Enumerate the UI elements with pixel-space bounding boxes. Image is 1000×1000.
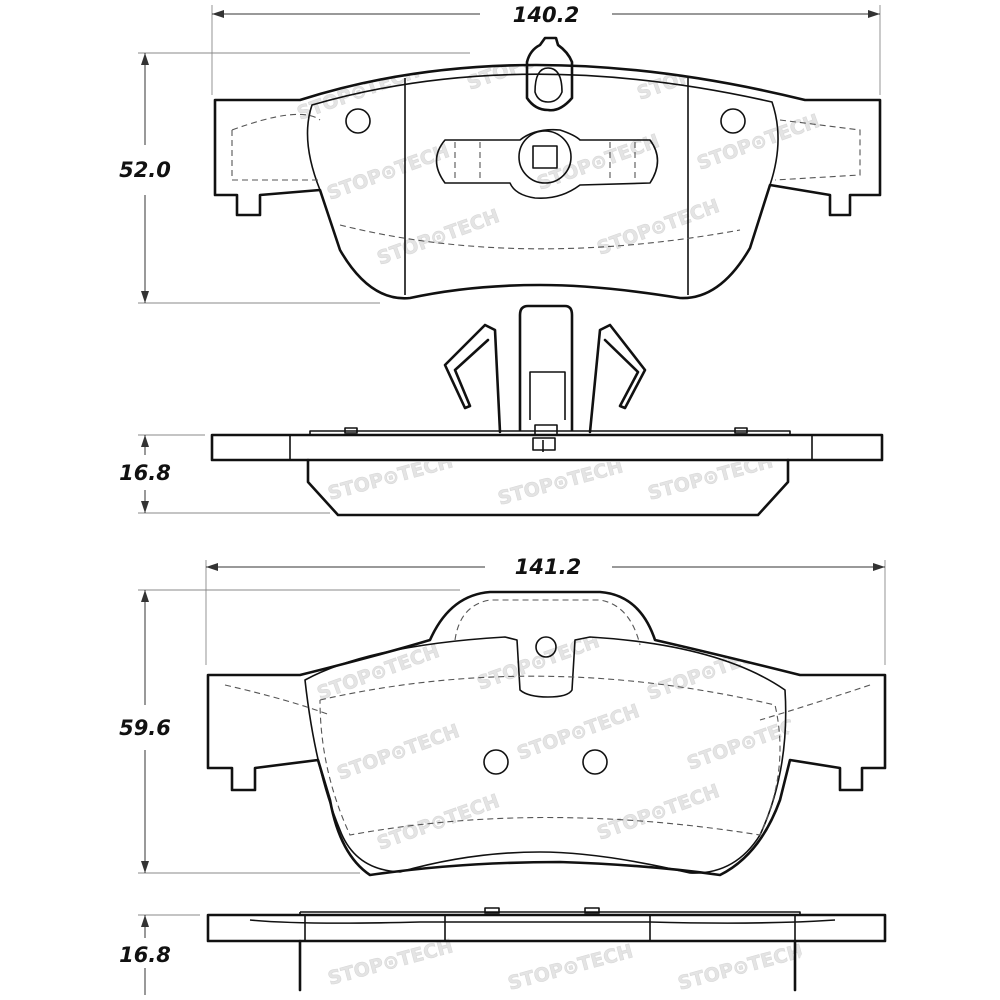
bottom-hidden-line	[759, 684, 871, 721]
bottom-side-tab	[584, 907, 600, 914]
bottom-left-hole	[483, 749, 509, 775]
top-height-label: 52.0	[119, 158, 171, 182]
bottom-side-friction	[298, 939, 797, 992]
top-hidden-line	[774, 119, 861, 181]
top-friction-material	[306, 73, 779, 300]
watermark-text: STOP⊙TECH	[594, 780, 722, 845]
dimension-top-thickness: 16.8	[119, 434, 330, 514]
watermark-text: STOP⊙TECH	[514, 700, 642, 765]
top-side-backing-plate	[210, 433, 884, 462]
watermark-text: STOP⊙TECH	[694, 110, 822, 175]
bottom-pad-side-view	[206, 907, 887, 992]
clip-left-arm	[443, 323, 502, 434]
clip-right-arm	[588, 323, 647, 434]
bottom-thickness-label: 16.8	[119, 943, 171, 967]
top-side-sensor-block	[532, 437, 556, 451]
dimension-bottom-width: 141.2	[205, 555, 886, 665]
top-width-label: 140.2	[513, 3, 579, 27]
bottom-height-label: 59.6	[119, 716, 171, 740]
bottom-pad-front-view	[206, 590, 887, 877]
watermark-text: STOP⊙TECH	[506, 940, 636, 994]
watermark-text: STOP⊙TECH	[646, 450, 776, 504]
top-center-square	[532, 145, 558, 169]
watermark-group-bottom: STOP⊙TECH STOP⊙TECH STOP⊙TECH STOP⊙TECH …	[314, 638, 812, 855]
top-side-friction	[306, 458, 790, 517]
top-side-tab	[734, 427, 748, 434]
bottom-side-backing-plate	[206, 913, 887, 943]
watermark-text: STOP⊙TECH	[324, 140, 452, 205]
top-left-hole	[345, 108, 371, 134]
dimension-bottom-thickness: 16.8	[119, 914, 200, 995]
bottom-hidden-line	[454, 599, 641, 646]
dimension-top-height: 52.0	[119, 52, 470, 304]
bottom-hidden-line	[319, 675, 781, 836]
top-side-tab	[344, 427, 358, 434]
bottom-right-hole	[582, 749, 608, 775]
wear-sensor-loop	[534, 67, 563, 103]
dimension-top-width: 140.2	[211, 3, 881, 95]
bottom-width-label: 141.2	[515, 555, 581, 579]
watermark-text: STOP⊙TECH	[334, 720, 462, 785]
top-right-hole	[720, 108, 746, 134]
top-pad-front-view	[213, 36, 882, 300]
watermark-text: STOP⊙TECH	[594, 195, 722, 260]
watermark-text: STOP⊙TECH	[314, 640, 442, 705]
watermark-text: STOP⊙TECH	[326, 450, 456, 504]
wear-sensor-tab	[525, 36, 574, 112]
watermark-text: STOP⊙TECH	[676, 940, 806, 994]
watermark-text: STOP⊙TECH	[374, 205, 502, 270]
bottom-backing-plate	[206, 590, 887, 877]
top-side-backing-steps	[289, 430, 813, 460]
top-hidden-line	[231, 113, 321, 131]
bottom-sensor-hole	[535, 636, 557, 658]
top-pad-side-view	[210, 427, 884, 517]
top-thickness-label: 16.8	[119, 461, 171, 485]
watermark-text: STOP⊙TECH	[326, 935, 456, 989]
clip-center-slot	[529, 371, 566, 420]
watermark-group-bottom-side: STOP⊙TECH STOP⊙TECH STOP⊙TECH	[325, 935, 806, 995]
spring-clip	[443, 304, 647, 436]
top-hidden-line	[231, 130, 320, 181]
clip-center-tab	[518, 304, 574, 432]
top-center-circle	[518, 130, 572, 184]
dimension-bottom-height: 59.6	[119, 589, 460, 874]
bottom-side-shim	[249, 919, 836, 924]
top-center-boss	[435, 128, 659, 200]
watermark-text: STOP⊙TECH	[496, 455, 626, 509]
bottom-side-tab	[484, 907, 500, 914]
bottom-side-backing-steps	[299, 911, 801, 941]
watermark-text: STOP⊙TECH	[684, 710, 812, 775]
clip-base	[534, 424, 558, 436]
top-hidden-line	[339, 224, 741, 250]
bottom-hidden-line	[224, 684, 331, 716]
